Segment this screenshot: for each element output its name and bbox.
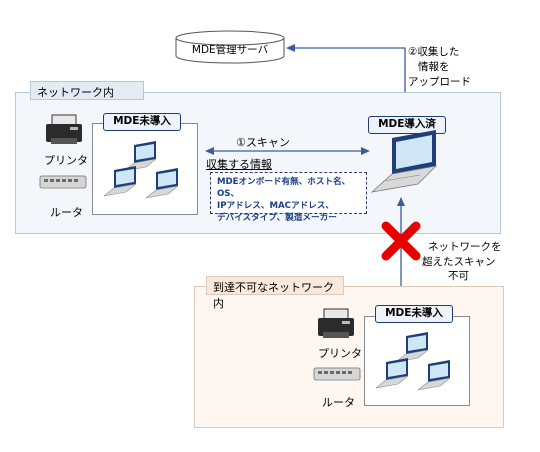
unreachable-network-label: 到達不可なネットワーク内 [206,276,344,310]
router-label-outside: ルータ [322,396,355,409]
scan-label: ①スキャン [236,136,290,149]
collected-label: 収集する情報 [206,158,272,171]
blocked-note-line-2: 超えたスキャン [422,256,496,268]
laptop-icon [145,168,179,199]
mgmt-server-label: MDE管理サーバ [191,44,269,56]
info-line-1: MDEオンボード有無、ホスト名、OS、 [217,177,351,199]
printer-label-outside: プリンタ [318,347,362,360]
upload-note-line-1: ②収集した [408,46,460,58]
not-installed-box [92,123,198,215]
laptop-icon [417,360,451,391]
upload-note-line-3: アップロード [408,76,471,88]
laptop-icon [375,358,409,389]
router-label: ルータ [50,206,83,219]
not-installed-box-outside [364,316,470,406]
laptop-icon [395,332,429,363]
printer-label: プリンタ [44,154,88,167]
network-inside-label: ネットワーク内 [30,81,144,100]
installed-badge: MDE導入済 [368,116,446,134]
not-installed-badge: MDE未導入 [103,113,181,131]
blocked-note-line-3: 不可 [448,270,469,282]
blocked-note-line-1: ネットワークを [428,241,502,253]
info-line-3: デバイスタイプ、製造メーカー [217,213,337,223]
laptop-icon [103,166,137,197]
not-installed-badge-outside: MDE未導入 [375,305,453,323]
info-line-2: IPアドレス、MACアドレス、 [217,201,334,211]
upload-note-line-2: 情報を [418,61,450,73]
collected-info-box: MDEオンボード有無、ホスト名、OS、 IPアドレス、MACアドレス、 デバイス… [210,172,367,223]
laptop-icon [123,141,157,172]
